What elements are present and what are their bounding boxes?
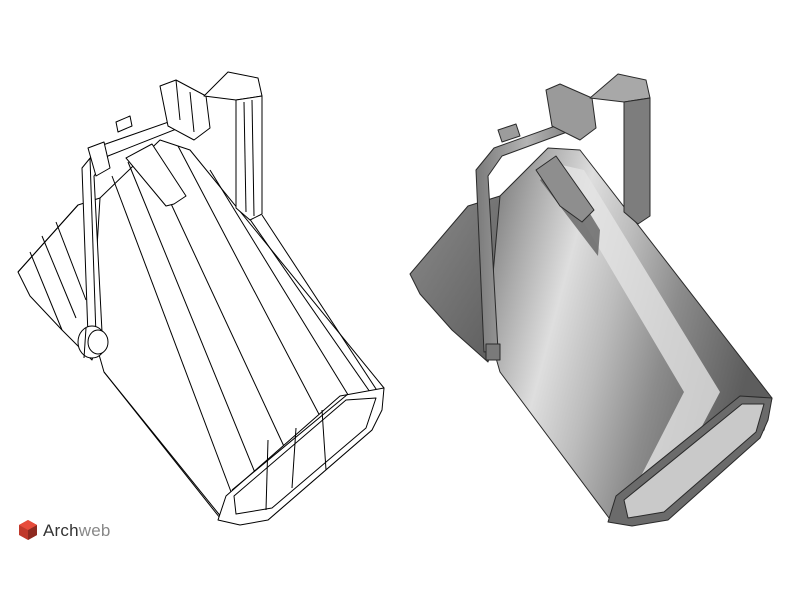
logo-word-secondary: web [78, 520, 111, 540]
track-side [623, 97, 651, 225]
spotlight-wireframe [17, 71, 385, 526]
highlight-band [548, 162, 720, 500]
yoke-slot [497, 123, 521, 143]
track-adapter [159, 71, 263, 221]
track-top [589, 73, 651, 103]
tilt-knob-shaded [485, 343, 501, 361]
logo-wordmark: Archweb [43, 522, 111, 539]
reflector-tab-shaded [535, 155, 595, 223]
reflector-tab [125, 143, 187, 207]
logo-word-primary: Arch [43, 520, 79, 540]
lens-opening [623, 403, 765, 519]
spotlight-shaded [409, 73, 773, 527]
track-adapter-shaded [545, 83, 597, 141]
front-rim [217, 387, 385, 526]
tilt-knob [77, 325, 109, 359]
archweb-logo: Archweb [18, 518, 111, 542]
hexagon-cube-icon [19, 520, 37, 540]
